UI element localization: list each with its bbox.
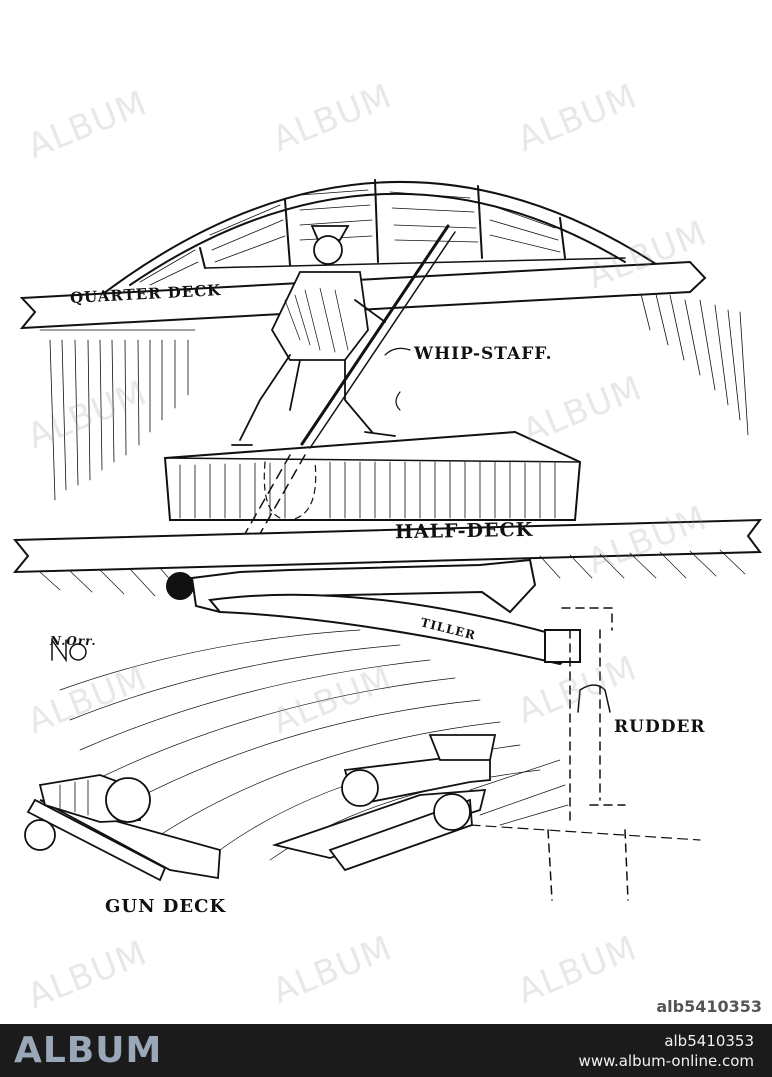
arch-inner bbox=[129, 192, 626, 286]
rudder-label: RUDDER bbox=[614, 717, 706, 737]
ship-steering-diagram bbox=[12, 179, 763, 901]
whip-staff-pole bbox=[300, 224, 450, 446]
footer-url[interactable]: www.album-online.com bbox=[578, 1052, 754, 1070]
illustration: QUARTER DECK WHIP-STAFF. HALF-DECK TILLE… bbox=[12, 76, 763, 1017]
tiller-bar bbox=[208, 593, 580, 666]
footer-image-id: alb5410353 bbox=[664, 1032, 754, 1050]
arch-outer bbox=[94, 180, 666, 301]
image-reference: alb5410353 bbox=[656, 997, 762, 1016]
left-cannon bbox=[24, 774, 221, 882]
album-logo[interactable]: ALBUM bbox=[14, 1030, 163, 1071]
half-deck-beam bbox=[12, 518, 763, 574]
signature: N.Orr. bbox=[50, 634, 97, 648]
half-deck-label: HALF-DECK bbox=[394, 518, 534, 544]
whip-staff-label: WHIP-STAFF. bbox=[414, 344, 553, 364]
signature-mark bbox=[51, 637, 87, 663]
footer-bar: ALBUM alb5410353 www.album-online.com bbox=[0, 1024, 772, 1077]
gun-deck-label: GUN DECK bbox=[105, 896, 227, 917]
right-cannon bbox=[271, 734, 497, 872]
helmsman-figure bbox=[231, 225, 396, 446]
